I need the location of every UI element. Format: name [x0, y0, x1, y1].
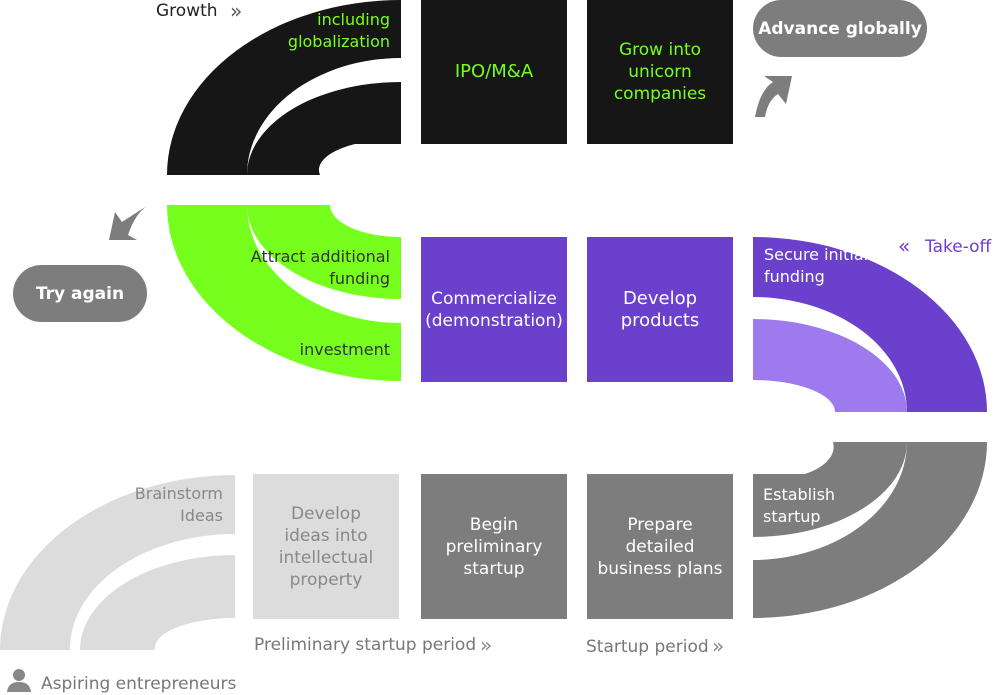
box-ipo-bg — [421, 0, 567, 144]
develop-products-box: Develop products — [620, 287, 700, 331]
person-icon — [7, 669, 31, 692]
bottom-right-inner-arc — [753, 442, 907, 537]
commercialize-box: Commercialize (demonstration) — [425, 288, 563, 331]
startup-period-label: Startup period — [586, 637, 709, 657]
mid-right-inner-arc — [753, 319, 907, 412]
advance-globally-pill: Advance globally — [753, 0, 927, 57]
box-unicorn-bg — [587, 0, 733, 144]
investment-label: investment — [299, 340, 390, 359]
unicorn-box: Grow into unicorn companies — [613, 40, 707, 104]
double-chevron-right-icon: » — [712, 634, 725, 658]
growth-label: Growth — [156, 1, 218, 21]
box-develop-products-bg — [587, 237, 733, 382]
bottom-left-outer-arc — [0, 475, 235, 650]
top-left-inner-arc — [247, 82, 401, 175]
box-develop-ideas-bg — [253, 474, 399, 619]
ipo-box: IPO/M&A — [454, 61, 534, 82]
box-prepare-bg — [587, 474, 733, 619]
down-arrow-shape — [109, 206, 147, 240]
double-chevron-right-icon: » — [230, 0, 243, 23]
box-commercialize-bg — [421, 237, 567, 382]
brainstorm-label: Brainstorm Ideas — [134, 484, 223, 525]
preliminary-period-label: Preliminary startup period — [254, 635, 477, 655]
bottom-left-inner-arc — [80, 555, 235, 650]
develop-ideas-box: Develop ideas into intellectual property — [278, 503, 374, 590]
up-arrow-shape — [755, 76, 792, 117]
attract-funding-label: Attract additional funding — [250, 247, 390, 288]
double-chevron-left-icon: « — [898, 234, 911, 258]
aspiring-entrepreneurs-label: Aspiring entrepreneurs — [41, 674, 237, 694]
box-begin-bg — [421, 474, 567, 619]
top-left-outer-arc — [167, 0, 401, 175]
secure-funding-label: Secure initial funding — [764, 245, 869, 286]
establish-label: Establish startup — [763, 485, 836, 526]
mid-left-outer-arc — [167, 205, 401, 381]
double-chevron-right-icon: » — [480, 633, 493, 657]
mid-left-inner-arc — [247, 205, 401, 299]
mid-right-outer-arc — [753, 237, 987, 412]
takeoff-label: Take-off — [925, 237, 992, 257]
begin-box: Begin preliminary startup — [445, 514, 543, 579]
globalization-label: including globalization — [287, 10, 390, 51]
bottom-right-outer-arc — [753, 442, 987, 618]
prepare-box: Prepare detailed business plans — [597, 514, 723, 579]
try-again-pill: Try again — [13, 265, 147, 322]
